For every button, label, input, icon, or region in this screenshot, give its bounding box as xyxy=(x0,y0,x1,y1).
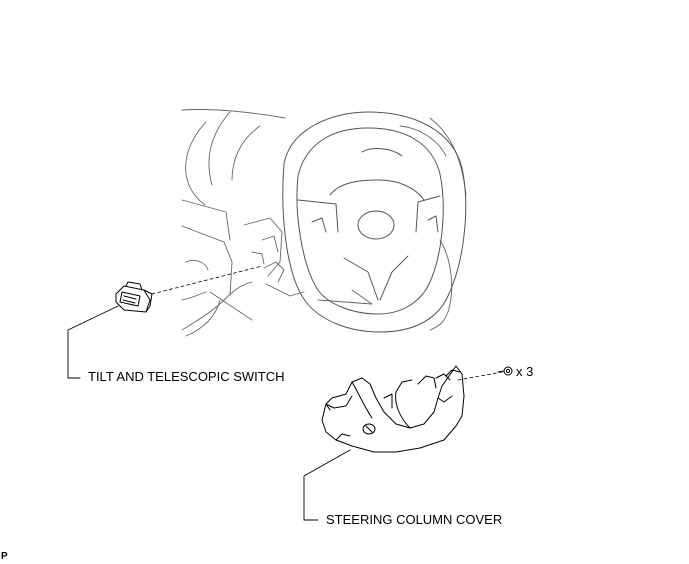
steering-wheel-icon xyxy=(282,111,467,333)
switch-icon xyxy=(115,281,153,313)
tilt-switch-label: TILT AND TELESCOPIC SWITCH xyxy=(88,369,285,384)
screw-icon xyxy=(497,366,513,376)
switch-leader-line xyxy=(67,305,119,379)
dashboard-outline xyxy=(181,109,467,337)
column-cover-icon xyxy=(321,365,465,453)
cover-leader-line xyxy=(303,449,351,521)
switch-alignment-line xyxy=(151,265,263,295)
corner-mark: P xyxy=(1,551,8,562)
column-cover-label: STEERING COLUMN COVER xyxy=(326,512,503,527)
steering-column-area xyxy=(243,217,305,297)
screw-quantity-label: x 3 xyxy=(516,364,534,379)
screw-alignment-line xyxy=(457,371,503,381)
